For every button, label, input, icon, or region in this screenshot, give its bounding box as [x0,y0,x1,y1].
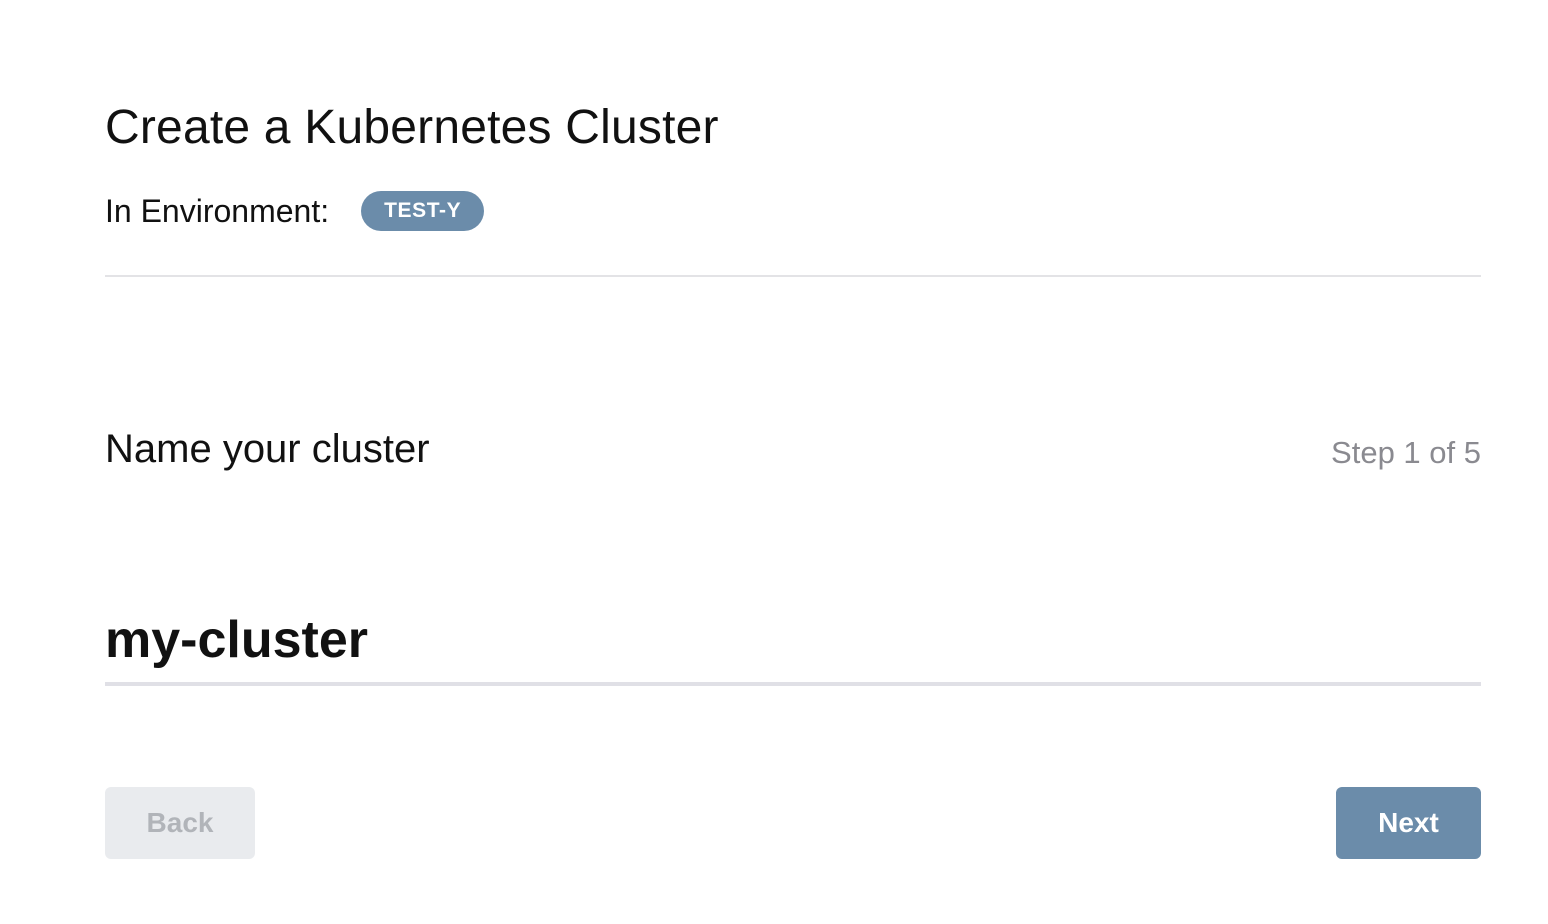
page-title: Create a Kubernetes Cluster [105,101,719,154]
environment-label: In Environment: [105,193,330,229]
environment-row: In Environment: TEST-Y [105,190,485,232]
step-title: Name your cluster [105,427,430,471]
step-counter: Step 1 of 5 [1331,435,1481,470]
environment-badge: TEST-Y [361,191,485,231]
header-divider [105,275,1481,277]
back-button[interactable]: Back [105,787,255,859]
next-button[interactable]: Next [1336,787,1481,859]
cluster-name-input[interactable] [105,598,1481,686]
